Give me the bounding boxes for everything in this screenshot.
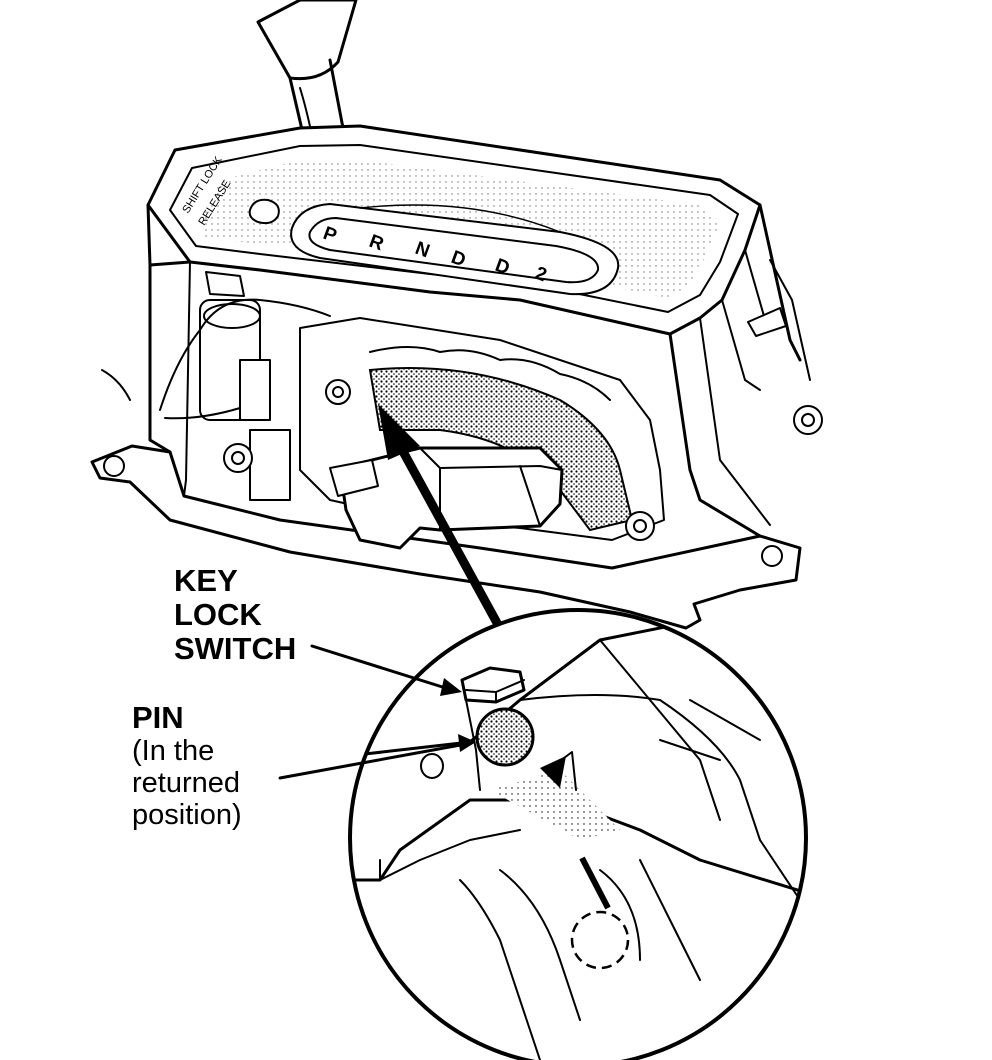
mount-hole-left	[103, 455, 125, 477]
label-pin-title: PIN	[132, 700, 184, 735]
label-key-lock-switch: KEY LOCK SWITCH	[174, 563, 296, 666]
label-key-lock-switch-line-1: KEY	[174, 563, 238, 598]
leader-lines	[278, 644, 476, 780]
detail-key-lock-switch	[460, 666, 526, 791]
label-pin-note-line-2: returned	[132, 767, 240, 799]
label-key-lock-switch-line-3: SWITCH	[174, 631, 296, 666]
label-key-lock-switch-line-2: LOCK	[174, 597, 262, 632]
label-pin-note-line-3: position)	[132, 799, 242, 831]
gear-position-n: N	[412, 238, 432, 262]
gear-position-d3: D	[492, 255, 512, 279]
shift-console: P R N D D 2 SHIFT LOCK RELEASE	[90, 124, 823, 630]
label-pin-note-line-1: (In the	[132, 735, 214, 767]
key-lock-switch-body	[329, 446, 564, 550]
leader-pin	[278, 742, 468, 780]
indicator-arrow	[378, 404, 506, 635]
label-pin: PIN (In the returned position)	[132, 700, 242, 831]
gear-position-d4: D	[448, 247, 468, 271]
detail-pin	[475, 707, 535, 767]
solenoid-assembly	[101, 271, 331, 501]
leader-key-lock-switch	[310, 644, 454, 692]
detail-magnifier	[348, 608, 808, 1060]
mount-hole-right	[761, 545, 783, 567]
base-bolts	[223, 379, 655, 541]
